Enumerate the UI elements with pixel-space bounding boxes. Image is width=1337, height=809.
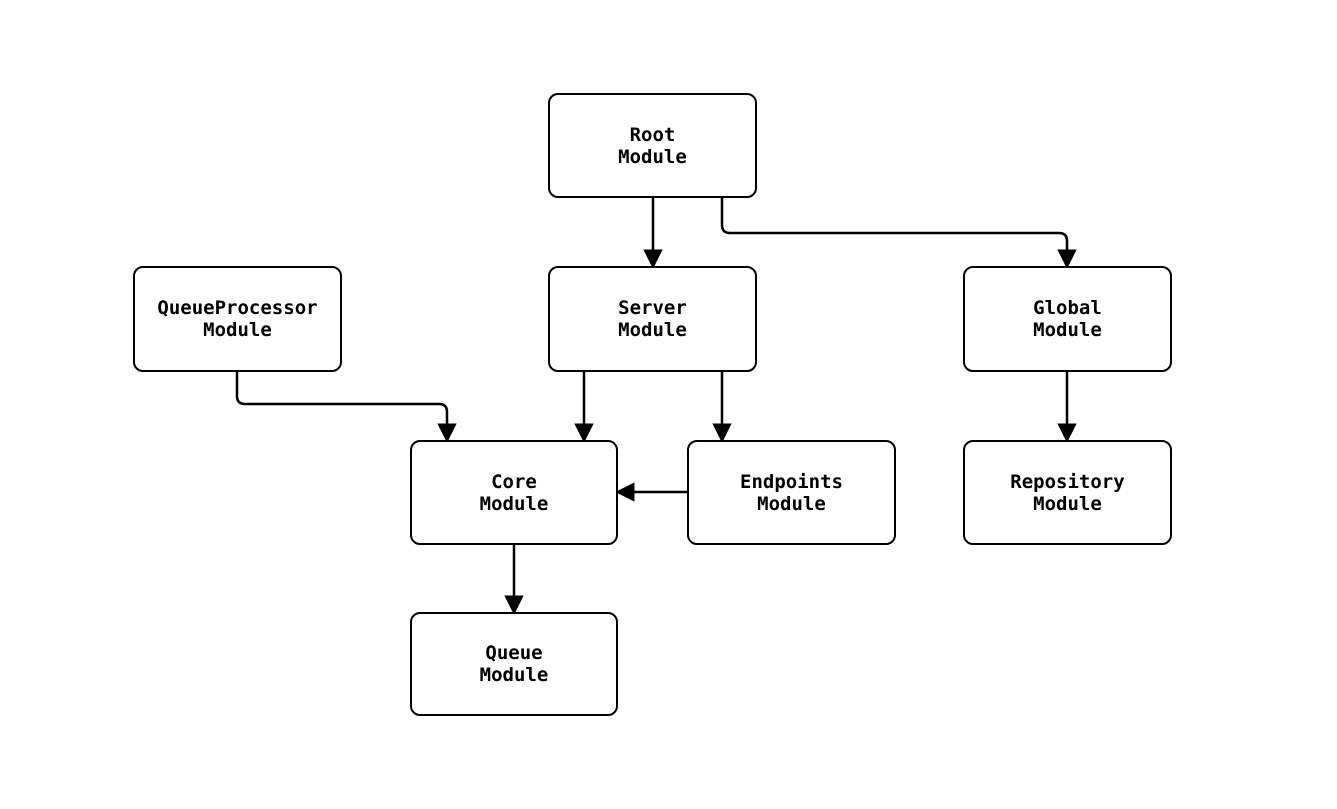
edge-root-to-global (720, 198, 1067, 266)
node-global-label-line: Module (1033, 319, 1102, 341)
node-global-label-line: Global (1033, 297, 1102, 319)
node-root-label-line: Module (618, 145, 687, 168)
node-queueprocessor-label-line: QueueProcessor (157, 297, 318, 319)
node-endpoints-label-line: Module (757, 492, 826, 515)
node-queue-label-line: Module (479, 664, 549, 686)
node-server-label-line: Server (618, 297, 687, 319)
node-repository-label-line: Module (1033, 492, 1102, 515)
node-queueprocessor-label-line: Module (203, 319, 272, 341)
node-repository-label-line: Repository (1010, 470, 1125, 493)
node-root-label-line: Root (629, 123, 676, 146)
node-endpoints-label-line: Endpoints (740, 470, 843, 493)
node-core-label-line: Module (479, 492, 549, 515)
node-core-label-line: Core (491, 470, 537, 493)
node-server-label-line: Module (618, 319, 687, 341)
edge-queueprocessor-to-core (235, 372, 447, 440)
node-queue-label-line: Queue (485, 642, 543, 664)
